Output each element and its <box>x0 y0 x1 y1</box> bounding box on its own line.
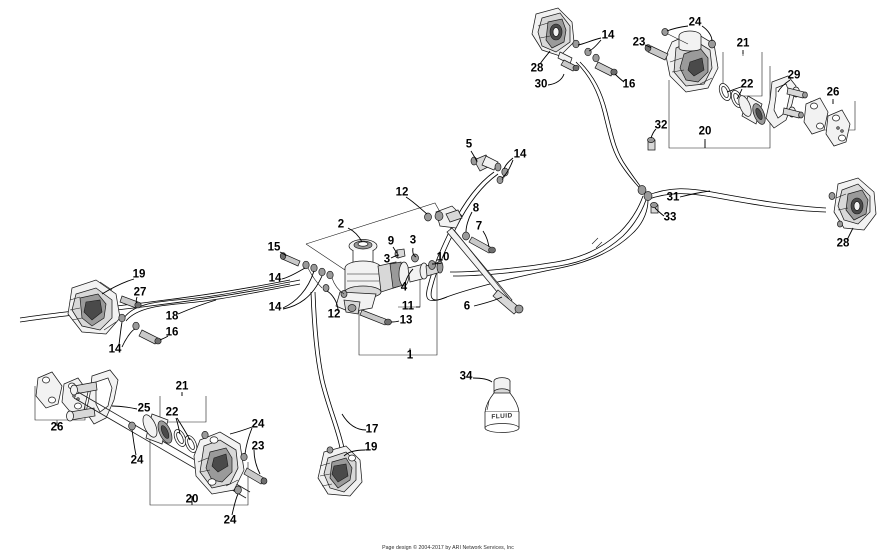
callout-number-12[interactable]: 12 <box>327 308 341 321</box>
front-caliper-top <box>531 7 618 77</box>
callout-number-3[interactable]: 3 <box>383 253 391 266</box>
front-right-caliper <box>317 445 363 497</box>
callout-number-34[interactable]: 34 <box>459 370 473 383</box>
callout-number-28[interactable]: 28 <box>530 62 544 75</box>
callout-number-22[interactable]: 22 <box>740 78 754 91</box>
rear-right-caliper <box>828 177 877 231</box>
callout-number-25[interactable]: 25 <box>137 402 151 415</box>
copyright-footer: Page design © 2004-2017 by ARI Network S… <box>382 545 514 551</box>
callout-leader-lines <box>56 25 854 516</box>
callout-number-24[interactable]: 24 <box>223 514 237 527</box>
callout-number-20[interactable]: 20 <box>698 125 712 138</box>
callout-number-14[interactable]: 14 <box>513 148 527 161</box>
callout-number-14[interactable]: 14 <box>268 272 282 285</box>
callout-number-24[interactable]: 24 <box>130 454 144 467</box>
callout-number-1[interactable]: 1 <box>406 349 414 362</box>
callout-number-26[interactable]: 26 <box>826 86 840 99</box>
callout-number-20[interactable]: 20 <box>185 493 199 506</box>
callout-number-29[interactable]: 29 <box>787 69 801 82</box>
callout-number-5[interactable]: 5 <box>465 138 473 151</box>
callout-number-27[interactable]: 27 <box>133 286 147 299</box>
callout-number-13[interactable]: 13 <box>399 314 413 327</box>
callout-number-16[interactable]: 16 <box>165 326 179 339</box>
brake-pedal-linkage <box>424 205 524 315</box>
callout-number-24[interactable]: 24 <box>688 16 702 29</box>
callout-number-6[interactable]: 6 <box>463 300 471 313</box>
callout-number-7[interactable]: 7 <box>475 220 483 233</box>
callout-number-21[interactable]: 21 <box>736 37 750 50</box>
callout-number-21[interactable]: 21 <box>175 380 189 393</box>
callout-number-4[interactable]: 4 <box>400 281 408 294</box>
callout-number-9[interactable]: 9 <box>387 235 395 248</box>
callout-number-30[interactable]: 30 <box>534 78 548 91</box>
callout-number-12[interactable]: 12 <box>395 186 409 199</box>
callout-number-8[interactable]: 8 <box>472 202 480 215</box>
callout-number-11[interactable]: 11 <box>401 300 415 313</box>
callout-number-19[interactable]: 19 <box>132 268 146 281</box>
master-cylinder-assembly <box>279 239 444 326</box>
callout-number-14[interactable]: 14 <box>108 343 122 356</box>
callout-number-19[interactable]: 19 <box>364 441 378 454</box>
callout-number-14[interactable]: 14 <box>268 301 282 314</box>
brake-fluid-bottle <box>484 377 520 433</box>
callout-number-3[interactable]: 3 <box>409 234 417 247</box>
callout-number-33[interactable]: 33 <box>663 211 677 224</box>
callout-number-16[interactable]: 16 <box>622 78 636 91</box>
callout-number-28[interactable]: 28 <box>836 237 850 250</box>
callout-number-15[interactable]: 15 <box>267 241 281 254</box>
callout-number-10[interactable]: 10 <box>436 251 450 264</box>
brake-line-network <box>19 61 827 449</box>
callout-number-18[interactable]: 18 <box>165 310 179 323</box>
callout-number-22[interactable]: 22 <box>165 406 179 419</box>
rear-caliper-exploded-top <box>644 28 851 147</box>
callout-number-23[interactable]: 23 <box>251 440 265 453</box>
front-left-caliper <box>67 279 162 345</box>
callout-number-2[interactable]: 2 <box>337 218 345 231</box>
callout-number-31[interactable]: 31 <box>666 191 680 204</box>
brake-union-fitting-5 <box>470 154 509 184</box>
rear-caliper-exploded-bottom <box>35 369 268 499</box>
callout-number-17[interactable]: 17 <box>365 423 379 436</box>
callout-number-32[interactable]: 32 <box>654 119 668 132</box>
callout-number-24[interactable]: 24 <box>251 418 265 431</box>
callout-number-14[interactable]: 14 <box>601 29 615 42</box>
callout-number-26[interactable]: 26 <box>50 421 64 434</box>
callout-number-23[interactable]: 23 <box>632 36 646 49</box>
